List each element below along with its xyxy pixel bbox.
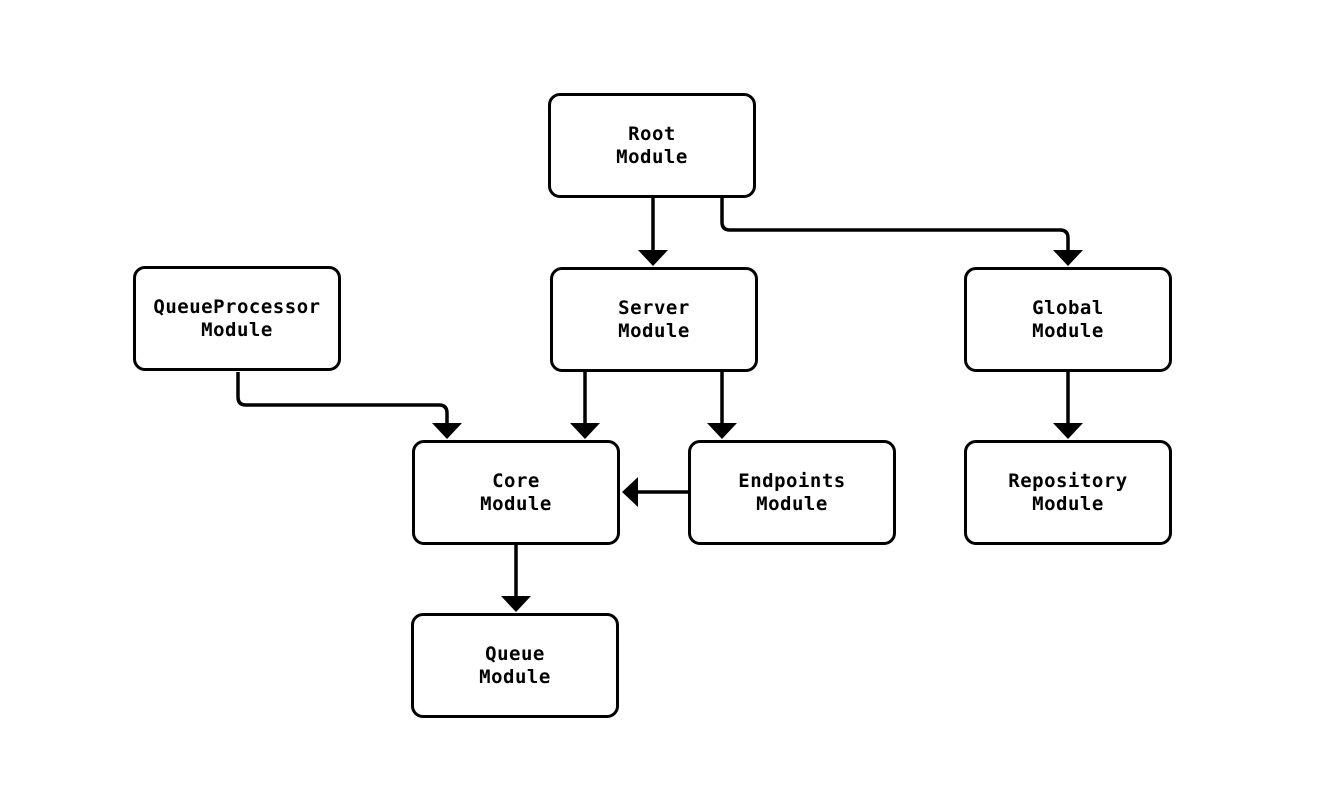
edge-global-repository	[1053, 372, 1083, 439]
edge-root-server	[638, 198, 668, 266]
node-server-module: Server Module	[550, 267, 758, 372]
edge-root-global	[720, 198, 1083, 266]
edge-endpoints-core	[622, 477, 688, 507]
node-global-module: Global Module	[964, 267, 1172, 372]
edge-server-endpoints	[707, 372, 737, 439]
node-queue-module: Queue Module	[411, 613, 619, 718]
node-queueprocessor-module: QueueProcessor Module	[133, 266, 341, 371]
node-core-module: Core Module	[412, 440, 620, 545]
node-repository-module: Repository Module	[964, 440, 1172, 545]
node-root-module: Root Module	[548, 93, 756, 198]
edge-queueprocessor-core	[236, 372, 462, 439]
edge-server-core	[570, 372, 600, 439]
node-endpoints-module: Endpoints Module	[688, 440, 896, 545]
edge-core-queue	[501, 545, 531, 612]
